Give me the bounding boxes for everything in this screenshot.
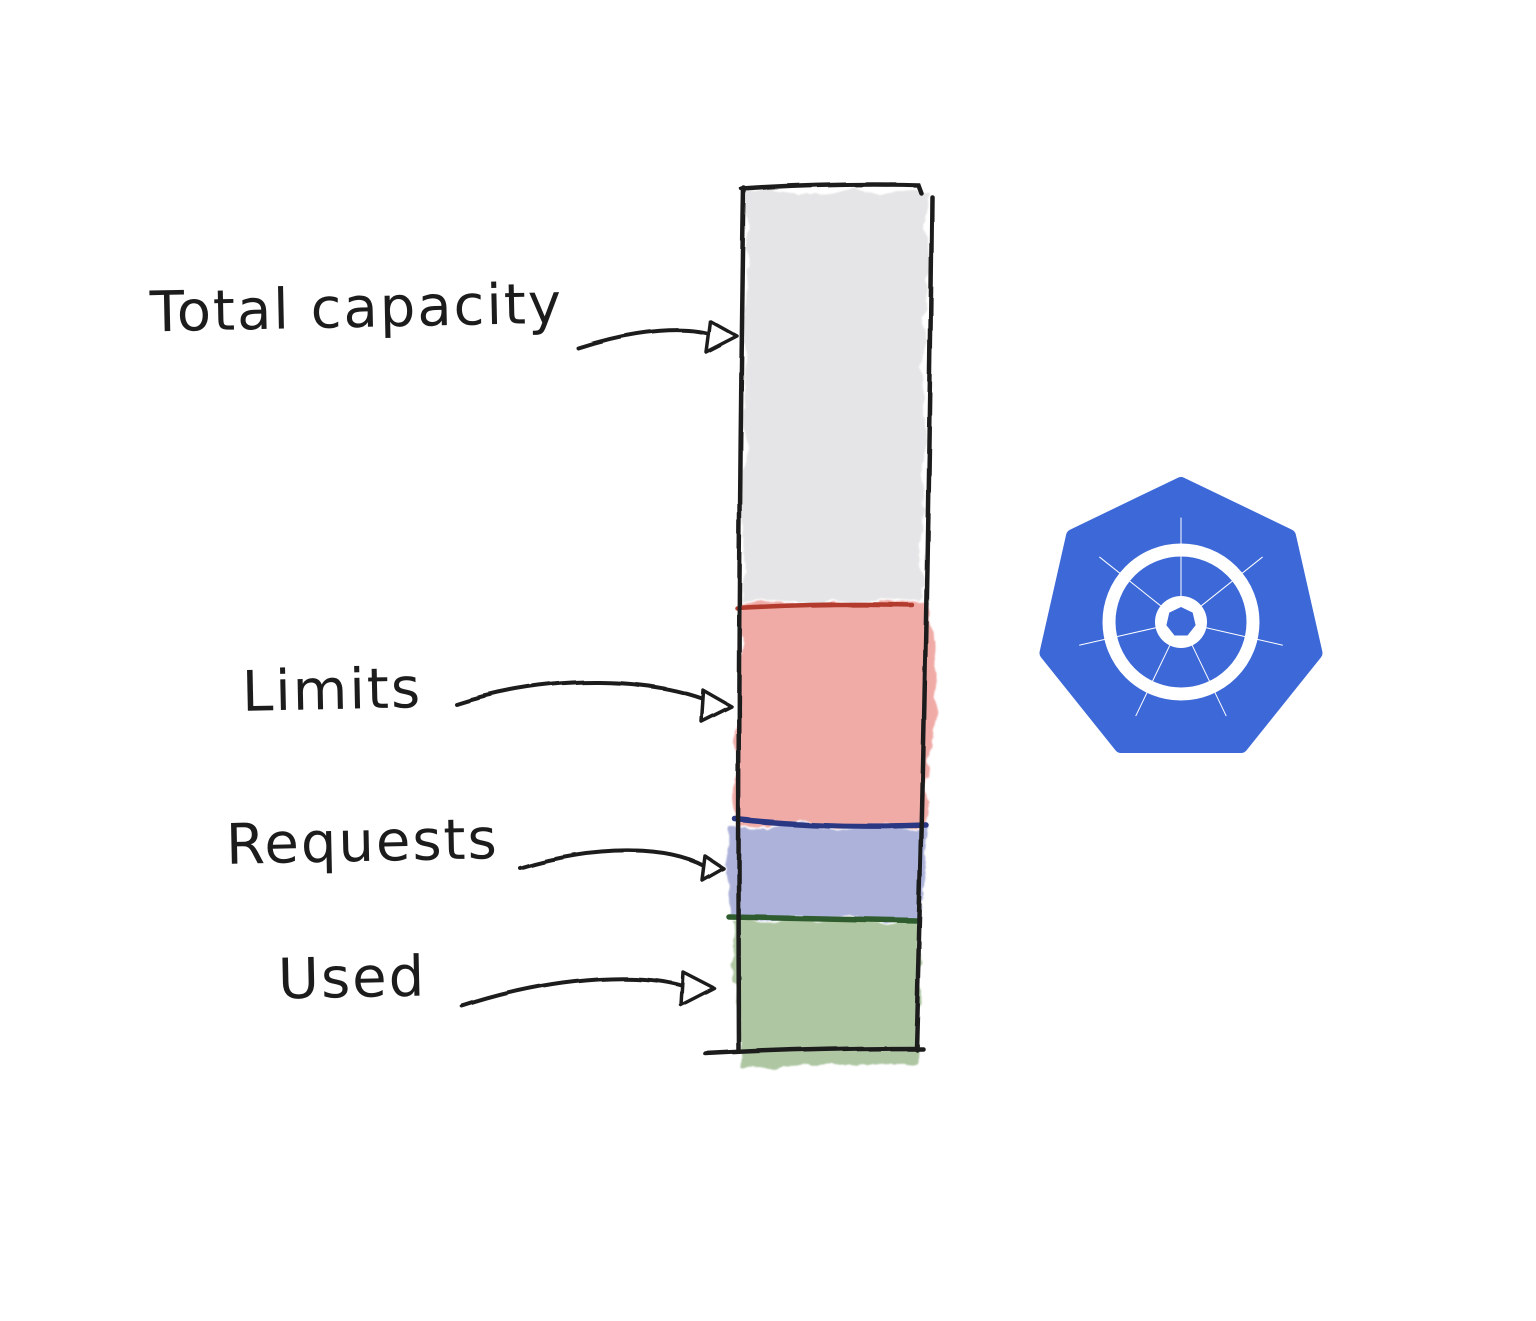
bar-fills bbox=[728, 192, 937, 1068]
requests-label: Requests bbox=[225, 807, 500, 878]
bar-outline-left bbox=[736, 185, 747, 1055]
bar-separators bbox=[726, 602, 929, 924]
used-arrow bbox=[460, 976, 692, 1008]
limits-line bbox=[734, 602, 915, 611]
used-label: Used bbox=[277, 944, 427, 1013]
bar-outline-bottom bbox=[703, 1045, 925, 1057]
bar-segment-used bbox=[732, 920, 922, 1068]
helm-wheel-icon bbox=[1079, 517, 1283, 717]
total-capacity-label: Total capacity bbox=[149, 271, 564, 346]
helm-wheel-hub-hole bbox=[1166, 607, 1196, 636]
bar-outline-right bbox=[913, 194, 935, 1052]
annotation-arrows bbox=[454, 319, 739, 1008]
bar-segment-limits bbox=[737, 604, 937, 824]
limits-arrowhead-icon bbox=[699, 688, 733, 723]
total-capacity-arrow bbox=[576, 328, 718, 350]
requests-arrowhead-icon bbox=[700, 854, 725, 882]
bar-segment-total-capacity bbox=[742, 192, 929, 602]
bar-segment-requests bbox=[728, 826, 928, 918]
used-arrowhead-icon bbox=[679, 970, 716, 1007]
requests-arrow bbox=[518, 848, 706, 870]
used-line bbox=[726, 914, 921, 924]
bar-outline bbox=[703, 182, 935, 1057]
total-capacity-arrowhead-icon bbox=[704, 319, 739, 354]
limits-label: Limits bbox=[241, 656, 423, 725]
requests-line bbox=[732, 816, 929, 829]
limits-arrow bbox=[454, 679, 714, 706]
bar-outline-top bbox=[739, 182, 924, 196]
kubernetes-logo bbox=[1039, 477, 1323, 753]
